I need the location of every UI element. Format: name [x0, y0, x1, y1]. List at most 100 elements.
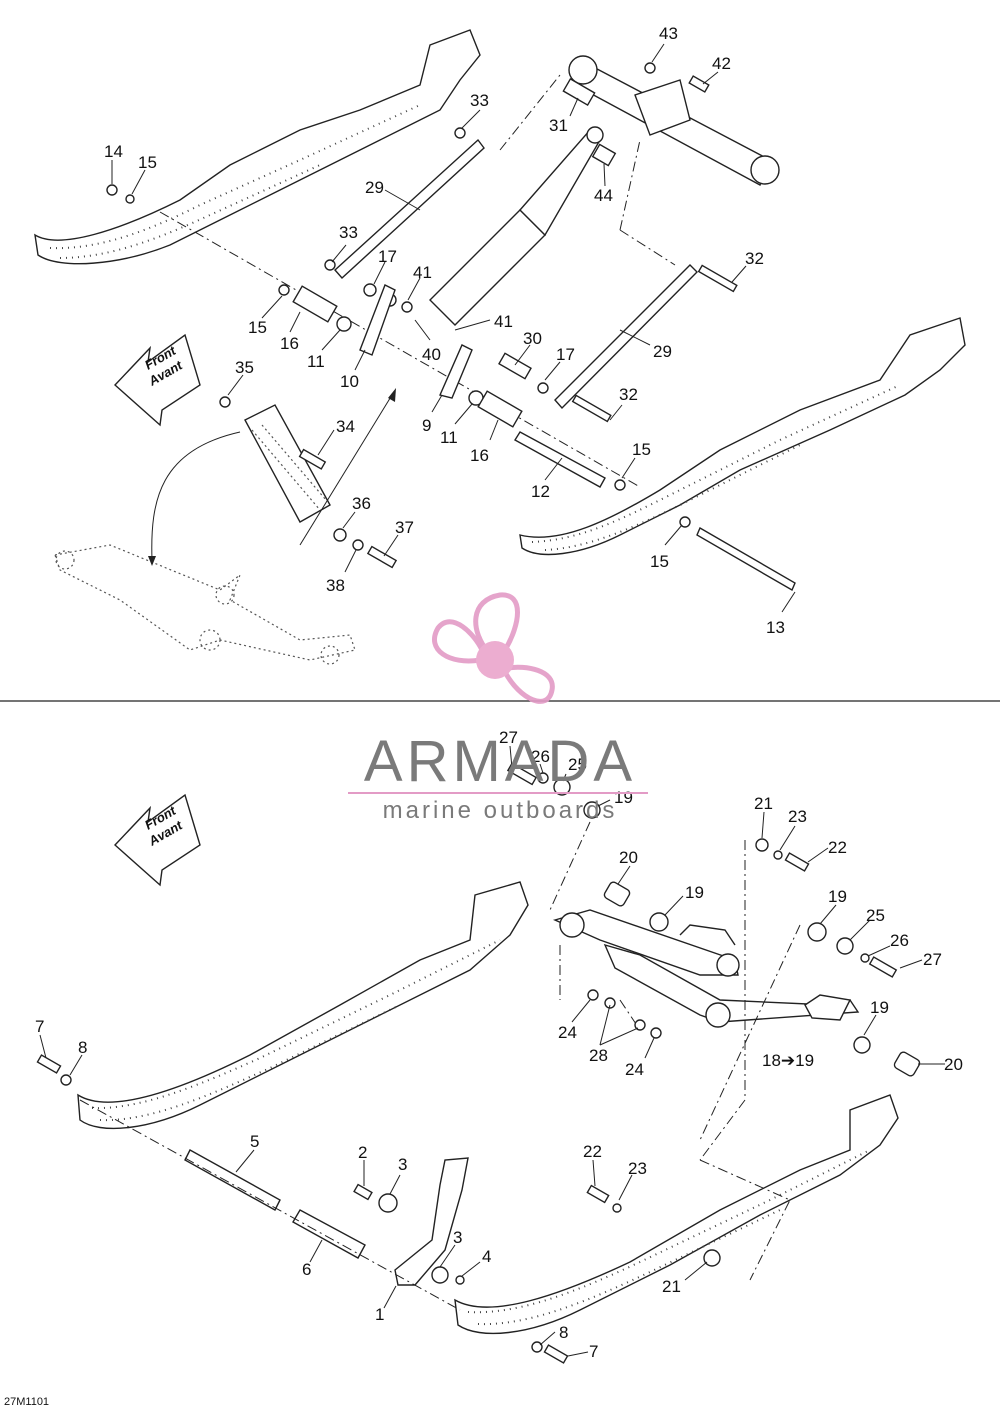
callout-13: 13 [766, 618, 785, 637]
callout-11: 11 [307, 352, 325, 371]
callout-15: 15 [650, 552, 669, 571]
callout-37: 37 [395, 518, 414, 537]
callout-24: 24 [558, 1023, 577, 1042]
bottom-hardware [36, 762, 921, 1364]
callout-30: 30 [523, 329, 542, 348]
shock-absorber-center [429, 126, 604, 326]
callout-26: 26 [890, 931, 909, 950]
callout-43: 43 [659, 24, 678, 43]
callout-28: 28 [589, 1046, 608, 1065]
leader-lines-bottom [39, 745, 945, 1357]
callout-26: 26 [531, 747, 550, 766]
callout-7: 7 [35, 1017, 44, 1036]
callout-15: 15 [248, 318, 267, 337]
callout-40: 40 [422, 345, 441, 364]
callout-19: 19 [870, 998, 889, 1017]
left-rail-top [34, 29, 481, 265]
callout-3: 3 [453, 1228, 462, 1247]
callout-3: 3 [398, 1155, 407, 1174]
assembly-arrow-right [299, 394, 393, 546]
callout-2: 2 [358, 1143, 367, 1162]
left-rail-bottom [77, 881, 529, 1130]
leader-lines-top [111, 43, 796, 613]
tube-5 [184, 1149, 281, 1211]
callout-20: 20 [944, 1055, 963, 1074]
callout-41: 41 [494, 312, 513, 331]
cross-shaft-top [568, 55, 780, 186]
callout-12: 12 [531, 482, 550, 501]
callout-27: 27 [499, 728, 518, 747]
callout-22: 22 [828, 838, 847, 857]
callout-1: 1 [375, 1305, 384, 1324]
callout-29: 29 [653, 342, 672, 361]
callout-32: 32 [619, 385, 638, 404]
callout-7: 7 [589, 1342, 598, 1361]
bracket-1 [394, 1157, 469, 1286]
top-hardware [106, 62, 738, 569]
callout-18-19: 18➔19 [762, 1051, 814, 1070]
callout-33: 33 [470, 91, 489, 110]
callout-17: 17 [556, 345, 575, 364]
callout-21: 21 [662, 1277, 681, 1296]
callout-19: 19 [828, 887, 847, 906]
callout-27: 27 [923, 950, 942, 969]
callout-25: 25 [568, 755, 587, 774]
callout-22: 22 [583, 1142, 602, 1161]
callout-8: 8 [559, 1323, 568, 1342]
shock-absorber-left [244, 404, 331, 523]
callout-23: 23 [788, 807, 807, 826]
watermark-subtitle: marine outboards [382, 797, 618, 824]
link-rod-29-right [554, 264, 698, 410]
callout-29: 29 [365, 178, 384, 197]
front-arrow-bottom: Front Avant [113, 793, 201, 887]
figure-code: 27M1101 [4, 1396, 50, 1408]
bolt-13 [696, 526, 796, 592]
callout-32: 32 [745, 249, 764, 268]
axle-12 [514, 431, 606, 488]
link-rod-29-left [334, 138, 485, 279]
callout-5: 5 [250, 1132, 259, 1151]
axis-line-bottom [79, 1099, 461, 1311]
callout-36: 36 [352, 494, 371, 513]
callout-6: 6 [302, 1260, 311, 1279]
axis-line-top [159, 211, 641, 488]
callout-8: 8 [78, 1038, 87, 1057]
callout-20: 20 [619, 848, 638, 867]
callout-15: 15 [632, 440, 651, 459]
callout-44: 44 [594, 186, 613, 205]
watermark-title: ARMADA [363, 729, 637, 794]
callout-42: 42 [712, 54, 731, 73]
callout-11: 11 [440, 428, 458, 447]
callout-31: 31 [549, 116, 568, 135]
callout-41: 41 [413, 263, 432, 282]
callout-16: 16 [470, 446, 489, 465]
assembly-arrow-left [151, 431, 241, 561]
callout-24: 24 [625, 1060, 644, 1079]
callout-17: 17 [378, 247, 397, 266]
callout-10: 10 [340, 372, 359, 391]
callout-14: 14 [104, 142, 123, 161]
suspension-frame-ghost [54, 544, 356, 665]
callout-23: 23 [628, 1159, 647, 1178]
callout-25: 25 [866, 906, 885, 925]
callout-33: 33 [339, 223, 358, 242]
watermark-underline [348, 792, 648, 794]
callout-38: 38 [326, 576, 345, 595]
callout-34: 34 [336, 417, 355, 436]
right-rail-top [519, 317, 966, 556]
callout-4: 4 [482, 1247, 491, 1266]
callout-16: 16 [280, 334, 299, 353]
front-arrow-top: Front Avant [113, 333, 201, 427]
right-rail-bottom [454, 1094, 899, 1335]
callout-19: 19 [685, 883, 704, 902]
spacer-6 [292, 1209, 366, 1259]
callout-15: 15 [138, 153, 157, 172]
callout-9: 9 [422, 416, 431, 435]
propeller-watermark-icon [432, 592, 555, 704]
callout-21: 21 [754, 794, 773, 813]
callout-35: 35 [235, 358, 254, 377]
rear-arm-assembly [552, 909, 860, 1028]
callout-labels: 14 15 29 33 33 31 43 42 44 32 17 41 15 1… [35, 24, 963, 1361]
